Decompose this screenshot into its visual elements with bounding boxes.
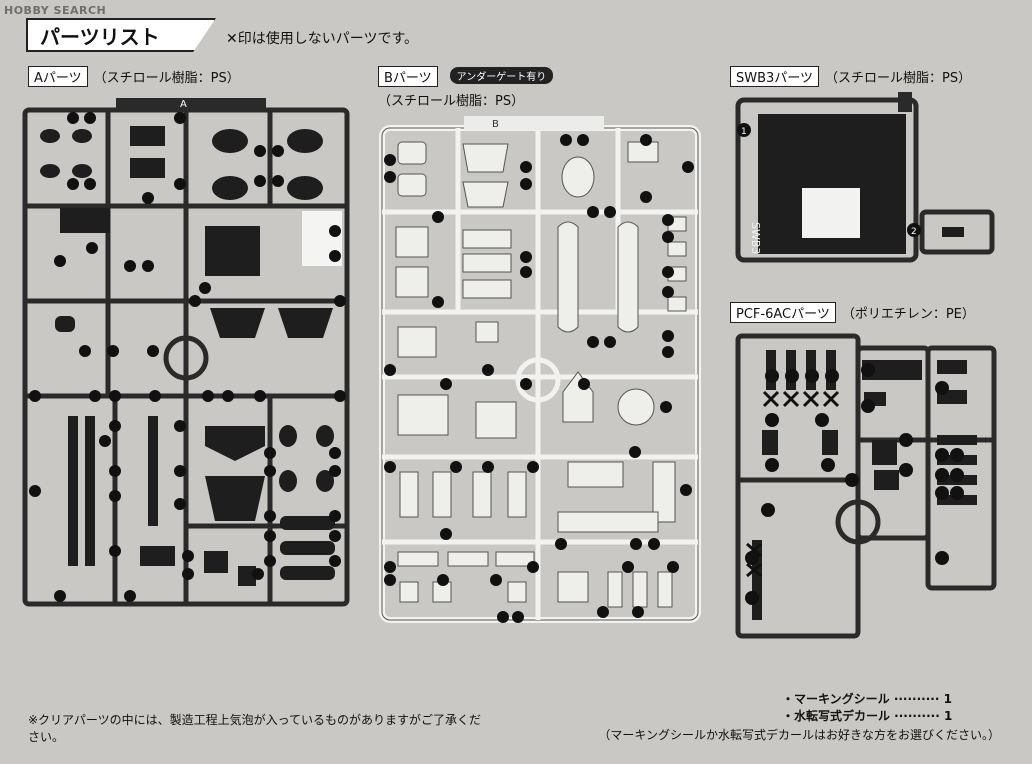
section-swb3-name: SWB3パーツ: [730, 66, 820, 87]
section-swb3-label: SWB3パーツ （スチロール樹脂：PS）: [730, 66, 971, 87]
sprue-a-letter: A: [180, 99, 187, 110]
sprue-a-diagram: A: [22, 98, 350, 607]
swb3-part-1: 1: [741, 127, 747, 137]
sprue-swb3-diagram: SWB3 1 2: [735, 92, 995, 263]
section-pcf-material: （ポリエチレン：PE）: [841, 307, 975, 322]
section-a-label: Aパーツ （スチロール樹脂：PS）: [28, 66, 240, 87]
cross-mark-icon: ✕: [226, 31, 238, 47]
water-decal-line: ・水転写式デカール ·········· 1: [782, 709, 953, 723]
sprue-b-diagram: B: [379, 116, 701, 623]
section-swb3-material: （スチロール樹脂：PS）: [825, 71, 972, 86]
section-pcf-label: PCF-6ACパーツ （ポリエチレン：PE）: [730, 302, 975, 323]
sprue-b-letter: B: [492, 119, 499, 130]
section-pcf-name: PCF-6ACパーツ: [730, 302, 836, 323]
subtitle: ✕印は使用しないパーツです。: [226, 28, 418, 48]
page-title: パーツリスト: [26, 18, 216, 52]
watermark: HOBBY SEARCH: [4, 4, 107, 17]
section-a-material: （スチロール樹脂：PS）: [93, 71, 240, 86]
section-b-material: （スチロール樹脂：PS）: [378, 94, 525, 109]
section-b-label: Bパーツアンダーゲート有り: [378, 66, 554, 87]
sprue-swb3-text: SWB3: [749, 222, 762, 254]
section-b-name: Bパーツ: [378, 66, 438, 87]
swb3-part-2: 2: [911, 227, 917, 237]
page-title-text: パーツリスト: [40, 24, 160, 49]
marking-seal-line: ・マーキングシール ·········· 1: [782, 692, 952, 706]
sprue-pcf-diagram: [735, 333, 997, 639]
undergate-badge: アンダーゲート有り: [449, 67, 554, 84]
decal-choice-note: （マーキングシールか水転写式デカールはお好きな方をお選びください。）: [598, 728, 1000, 742]
subtitle-text: 印は使用しないパーツです。: [237, 31, 419, 47]
clear-parts-note: ※クリアパーツの中には、製造工程上気泡が入っているものがありますがご了承ください…: [28, 713, 481, 744]
section-a-name: Aパーツ: [28, 66, 88, 87]
